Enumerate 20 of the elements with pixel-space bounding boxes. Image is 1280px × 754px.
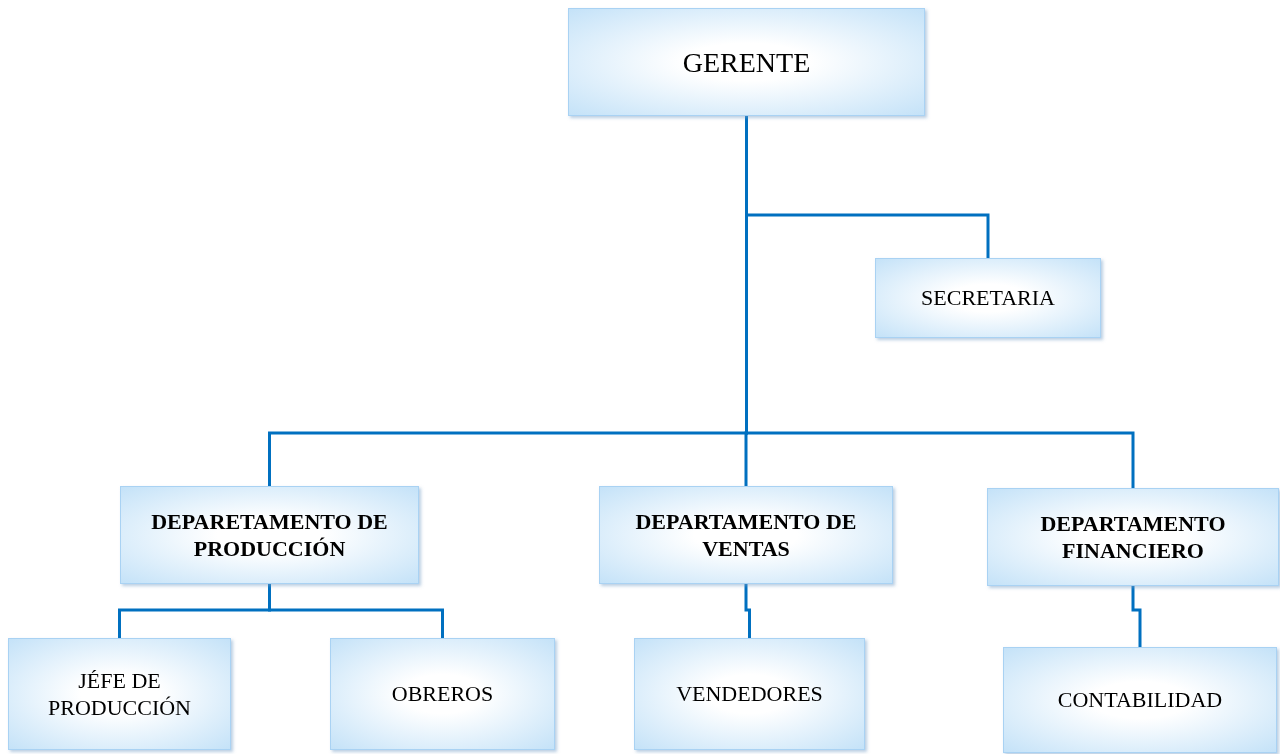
box-label: VENDEDORES [676,680,823,708]
box-label: CONTABILIDAD [1057,686,1223,714]
box-label: DEPARTAMENTO DE VENTAS [634,507,858,563]
org-box [987,488,1279,586]
connector-line [744,584,751,638]
org-box [8,638,231,750]
org-box [599,486,893,584]
org-box [330,638,555,750]
org-box [120,486,419,584]
org-box [634,638,865,750]
org-box [875,258,1101,338]
org-box [1003,647,1277,753]
box-label: DEPARETAMENTO DE PRODUCCIÓN [150,507,389,563]
box-label: GERENTE [682,45,811,80]
box-label: OBREROS [391,680,494,708]
box-label: JÉFE DE PRODUCCIÓN [47,666,192,722]
box-label: DEPARTAMENTO FINANCIERO [1039,509,1227,565]
org-box [568,8,925,116]
box-label: SECRETARIA [921,284,1055,312]
connector-line [1131,586,1142,647]
